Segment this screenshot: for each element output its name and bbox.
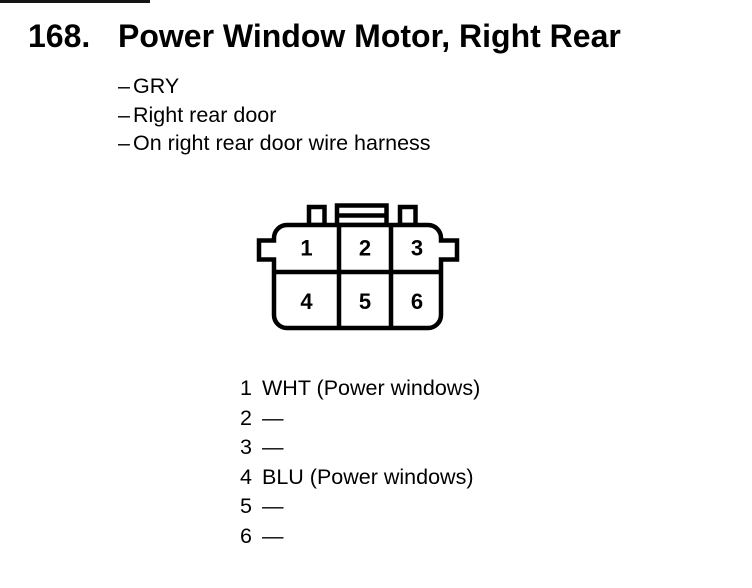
pin-number: 3: [240, 435, 252, 459]
pin-assignment-list: 1 WHT (Power windows) 2 — 3 — 4 BLU (Pow…: [240, 374, 480, 551]
cavity-number-2: 2: [359, 236, 371, 261]
connector-notes: –GRY –Right rear door –On right rear doo…: [118, 72, 431, 158]
pin-row: 1 WHT (Power windows): [240, 374, 480, 404]
page-title: 168. Power Window Motor, Right Rear: [28, 20, 621, 52]
pin-number: 5: [240, 494, 252, 518]
pin-wire-label: —: [262, 494, 284, 518]
pin-wire-label: —: [262, 405, 284, 430]
note-bullet: –: [118, 74, 130, 98]
note-bullet: –: [118, 131, 130, 155]
pin-number: 4: [240, 464, 252, 489]
pin-row: 3 —: [240, 433, 480, 463]
pin-wire-label: BLU (Power windows): [262, 464, 474, 489]
note-text-location: Right rear door: [133, 102, 277, 127]
note-text-harness: On right rear door wire harness: [133, 131, 431, 155]
section-number: 168.: [28, 18, 91, 54]
note-item: –GRY: [118, 72, 431, 101]
pin-wire-label: WHT (Power windows): [262, 376, 481, 400]
cavity-number-1: 1: [300, 236, 312, 261]
index-tab-right-icon: [397, 204, 418, 228]
cavity-number-3: 3: [411, 236, 423, 261]
note-bullet: –: [118, 102, 130, 127]
pin-wire-label: —: [262, 523, 284, 548]
pin-number: 6: [240, 523, 252, 548]
pin-wire-label: —: [262, 435, 284, 459]
pin-row: 2 —: [240, 404, 480, 434]
pin-row: 6 —: [240, 522, 480, 552]
note-text-color: GRY: [133, 74, 180, 98]
pin-row: 4 BLU (Power windows): [240, 463, 480, 493]
cavity-number-6: 6: [411, 289, 423, 314]
pin-row: 5 —: [240, 492, 480, 522]
cavity-number-4: 4: [300, 289, 313, 314]
note-item: –On right rear door wire harness: [118, 129, 431, 158]
pin-number: 2: [240, 405, 252, 430]
connector-body: [256, 222, 460, 331]
section-title: Power Window Motor, Right Rear: [118, 18, 621, 54]
pin-number: 1: [240, 376, 252, 400]
note-item: –Right rear door: [118, 101, 431, 130]
scan-edge-artifact: [0, 0, 150, 3]
cavity-number-5: 5: [359, 289, 371, 314]
connector-diagram: 1 2 3 4 5 6: [256, 203, 460, 331]
index-tab-left-icon: [306, 204, 327, 228]
